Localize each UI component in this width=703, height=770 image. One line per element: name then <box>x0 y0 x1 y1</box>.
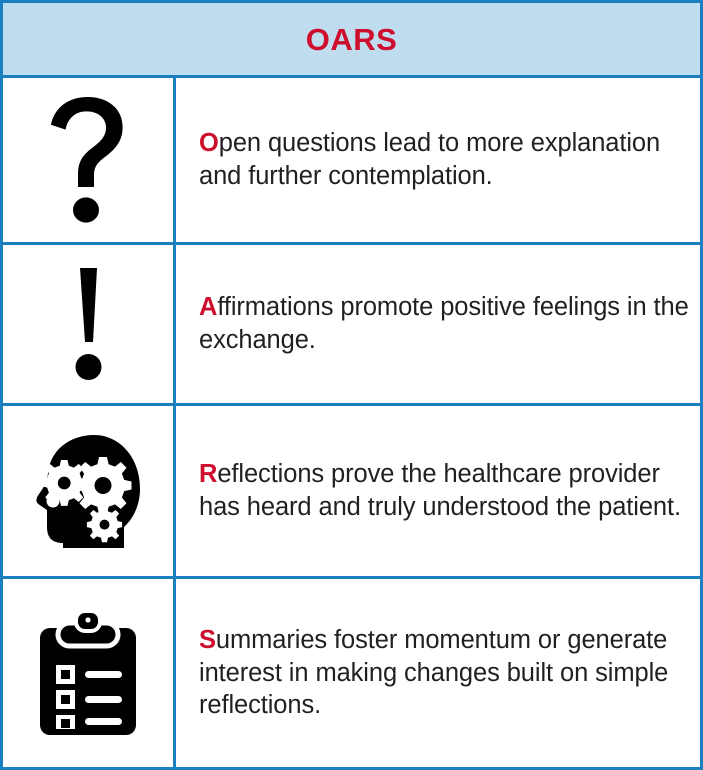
row-text: eflections prove the healthcare provider… <box>199 460 681 521</box>
table-row: Affirmations promote positive feelings i… <box>3 245 700 406</box>
row-description: Reflections prove the healthcare provide… <box>199 458 692 524</box>
icon-cell <box>3 245 176 403</box>
row-description: Open questions lead to more explanation … <box>199 127 692 193</box>
row-description: Affirmations promote positive feelings i… <box>199 291 692 357</box>
table-row: Open questions lead to more explanation … <box>3 78 700 245</box>
text-cell: Reflections prove the healthcare provide… <box>176 406 700 576</box>
text-cell: Affirmations promote positive feelings i… <box>176 245 700 403</box>
head-with-gears-icon <box>36 434 140 548</box>
question-mark-icon <box>51 97 125 223</box>
exclamation-mark-icon <box>68 268 108 380</box>
lead-letter: R <box>199 460 218 489</box>
table-body: Open questions lead to more explanation … <box>3 78 700 767</box>
clipboard-checklist-icon <box>40 611 136 735</box>
row-text: ummaries foster momentum or generate int… <box>199 625 669 720</box>
row-description: Summaries foster momentum or generate in… <box>199 624 692 723</box>
table-row: Reflections prove the healthcare provide… <box>3 406 700 579</box>
row-text: ffirmations promote positive feelings in… <box>199 293 689 354</box>
page-title: OARS <box>305 21 398 57</box>
table-header: OARS <box>3 3 700 78</box>
row-text: pen questions lead to more explanation a… <box>199 129 661 190</box>
lead-letter: O <box>199 129 219 158</box>
text-cell: Summaries foster momentum or generate in… <box>176 579 700 767</box>
icon-cell <box>3 579 176 767</box>
text-cell: Open questions lead to more explanation … <box>176 78 700 242</box>
lead-letter: S <box>199 625 216 654</box>
table-row: Summaries foster momentum or generate in… <box>3 579 700 767</box>
icon-cell <box>3 78 176 242</box>
icon-cell <box>3 406 176 576</box>
lead-letter: A <box>199 293 218 322</box>
